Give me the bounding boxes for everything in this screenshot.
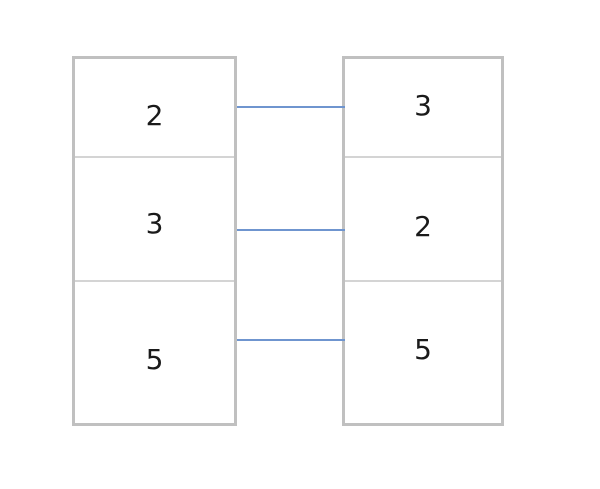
left-divider-1 [75, 156, 234, 158]
connector-3 [237, 339, 345, 341]
right-cell-1-value: 3 [414, 89, 432, 122]
left-cell-2-value: 3 [145, 207, 164, 240]
left-cell-3: 5 [75, 282, 234, 423]
right-cell-3: 5 [345, 282, 501, 423]
right-cell-2: 2 [345, 158, 501, 280]
left-cell-1: 2 [75, 59, 234, 156]
right-divider-1 [345, 156, 501, 158]
left-cell-1-value: 2 [145, 99, 164, 132]
right-cell-2-value: 2 [414, 210, 432, 243]
right-cell-3-value: 5 [414, 333, 432, 366]
left-column: 2 3 5 [72, 56, 237, 426]
left-cell-2: 3 [75, 158, 234, 280]
left-cell-3-value: 5 [145, 343, 164, 376]
connector-1 [237, 106, 345, 108]
right-cell-1: 3 [345, 59, 501, 156]
left-divider-2 [75, 280, 234, 282]
connector-2 [237, 229, 345, 231]
right-column: 3 2 5 [342, 56, 504, 426]
right-divider-2 [345, 280, 501, 282]
